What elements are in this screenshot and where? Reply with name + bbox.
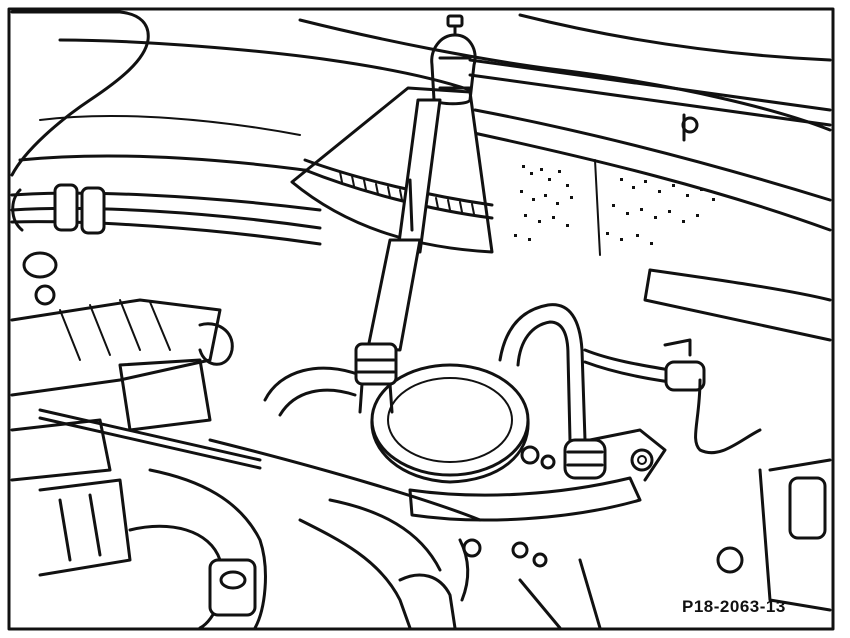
hose-clamp bbox=[563, 438, 607, 480]
coolant-hoses bbox=[263, 303, 587, 442]
hose-bundle-left bbox=[10, 183, 322, 246]
mounting-bracket bbox=[408, 428, 667, 522]
right-engine-parts bbox=[643, 268, 832, 612]
vacuum-unit bbox=[370, 363, 556, 484]
cable-left bbox=[38, 408, 262, 470]
bottom-fittings bbox=[398, 538, 602, 630]
figure-border bbox=[7, 7, 835, 631]
figure-code-label: P18-2063-13 bbox=[682, 597, 786, 616]
angle-gauge bbox=[290, 14, 494, 414]
left-engine-parts bbox=[10, 251, 234, 577]
wiper-rod bbox=[468, 58, 832, 142]
decal-stipple bbox=[514, 159, 715, 256]
cable-right bbox=[208, 338, 762, 522]
cowl-panel bbox=[10, 10, 832, 232]
engine-block-lower bbox=[128, 468, 442, 630]
